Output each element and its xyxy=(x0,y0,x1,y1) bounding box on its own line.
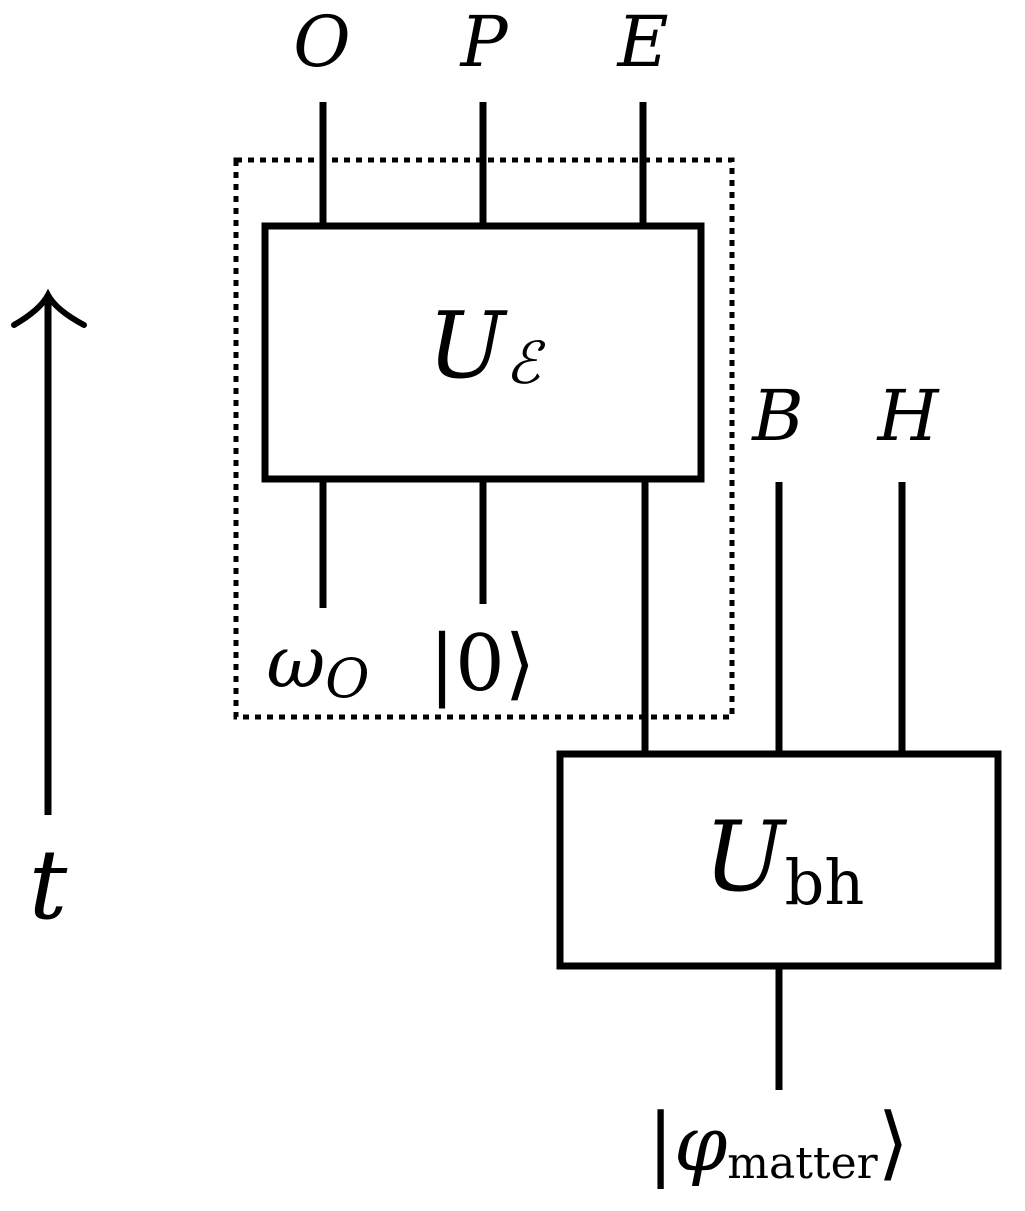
black-hole-gate: Ubh xyxy=(556,750,1002,970)
encoder-gate: Uℰ xyxy=(261,222,705,483)
encoder-gate-symbol: U xyxy=(428,292,509,399)
output-label-E: E xyxy=(615,1,668,83)
output-label-B: B xyxy=(750,375,803,457)
encoding-region-outline xyxy=(233,157,735,720)
black-hole-gate-subscript: bh xyxy=(785,846,865,919)
time-label: t xyxy=(29,829,68,941)
time-arrow: t xyxy=(11,288,87,941)
matter-state-label: |φmatter⟩ xyxy=(647,1096,909,1189)
black-hole-gate-symbol: U xyxy=(704,801,788,913)
omega-subscript: O xyxy=(325,647,369,710)
output-label-P: P xyxy=(458,1,509,83)
omega-input-label: ωO xyxy=(267,620,370,710)
encoder-gate-label: Uℰ xyxy=(428,292,547,399)
matter-open-bar: | xyxy=(647,1096,674,1189)
matter-phi: φ xyxy=(674,1099,727,1188)
encoder-gate-subscript: ℰ xyxy=(505,329,546,397)
zero-state-label: |0⟩ xyxy=(429,619,535,709)
output-label-H: H xyxy=(875,375,940,457)
omega-symbol: ω xyxy=(267,620,326,704)
black-hole-gate-label: Ubh xyxy=(704,801,865,919)
matter-subscript: matter xyxy=(727,1138,878,1189)
output-label-O: O xyxy=(293,1,350,83)
arrow-up-icon xyxy=(11,288,87,328)
matter-close-angle: ⟩ xyxy=(878,1096,909,1189)
